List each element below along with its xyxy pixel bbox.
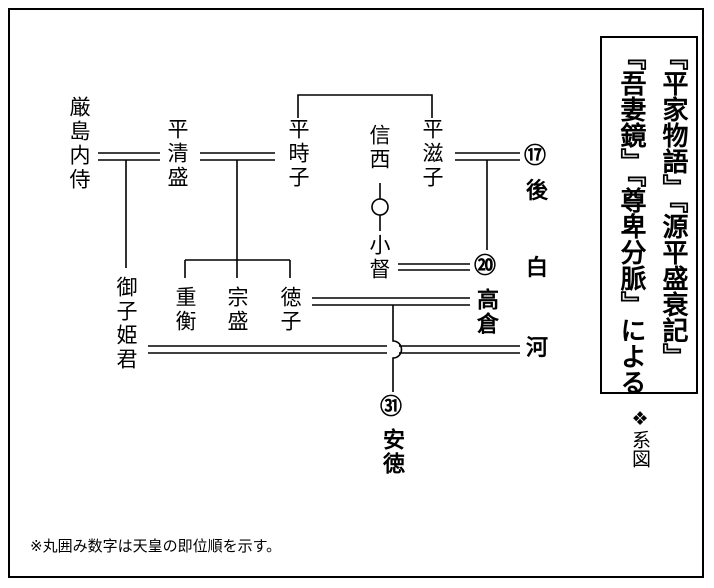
person-shinzei: 信西 — [367, 124, 391, 172]
emperor-takakura: 高倉 — [473, 288, 498, 336]
person-tokuko: 徳子 — [278, 286, 302, 334]
emperor-goshirakawa-char3: 河 — [526, 336, 549, 361]
source-title-box: 『平家物語』『源平盛衰記』 『吾妻鏡』『尊卑分脈』による — [600, 36, 698, 395]
descent-takakura-antoku — [392, 305, 403, 392]
diagram-frame — [8, 8, 704, 578]
person-kogo: 小督 — [367, 234, 391, 282]
person-taira-no-munemori: 宗盛 — [225, 286, 249, 334]
title-column-2: 『吾妻鏡』『尊卑分脈』による — [616, 44, 646, 395]
legend-keizu: ❖系図 — [629, 408, 651, 468]
unnamed-person-circle — [371, 198, 389, 216]
emperor-goshirakawa-char2: 白 — [526, 256, 549, 281]
footnote: ※丸囲み数字は天皇の即位順を示す。 — [30, 537, 282, 555]
person-taira-no-tokiko: 平時子 — [286, 118, 310, 190]
emperor-goshirakawa-number: ⑰ — [524, 144, 547, 169]
emperor-antoku-number: ㉛ — [380, 395, 403, 420]
emperor-antoku: 安徳 — [379, 428, 404, 476]
title-column-1: 『平家物語』『源平盛衰記』 — [658, 44, 688, 369]
sibling-bracket-tokiko-shigeko — [297, 94, 433, 118]
person-onko-himegimi: 御子姫君 — [114, 276, 138, 372]
person-taira-no-kiyomori: 平清盛 — [165, 118, 189, 190]
person-taira-no-shigeko: 平滋子 — [420, 118, 444, 190]
emperor-takakura-number: ⑳ — [474, 254, 497, 279]
emperor-goshirakawa-char1: 後 — [526, 179, 549, 204]
person-itsukushima-naishi: 厳島内侍 — [67, 96, 91, 192]
person-taira-no-shigehira: 重衡 — [173, 286, 197, 334]
